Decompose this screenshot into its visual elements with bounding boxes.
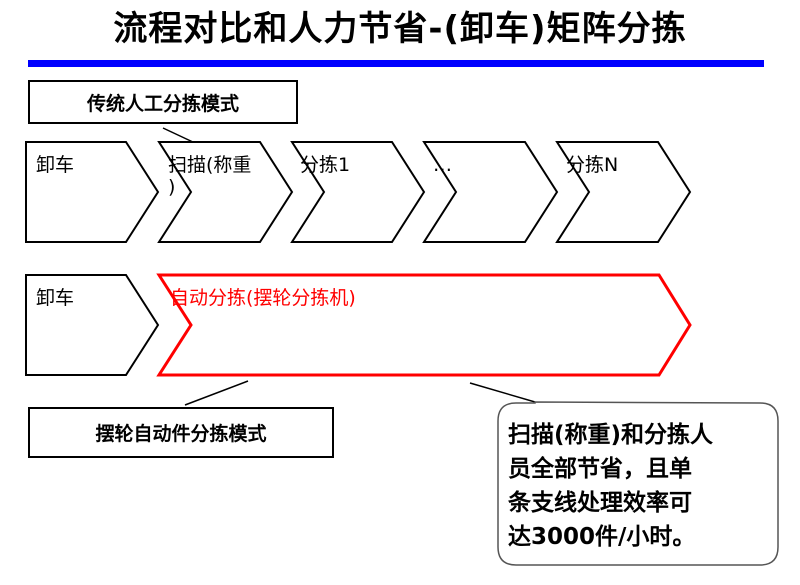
- callout-bubble: [497, 401, 779, 566]
- title-underline: [28, 60, 764, 67]
- step-label-scan-line2: ): [168, 176, 176, 198]
- chevron-step-unload-auto: [25, 274, 160, 376]
- step-label-ellipsis: …: [433, 154, 452, 176]
- chevron-step-auto-sort: [156, 273, 692, 377]
- step-label-unload: 卸车: [36, 154, 75, 176]
- callout-line-2: 员全部节省，且单: [508, 456, 692, 482]
- automatic-mode-label: 摆轮自动件分拣模式: [95, 423, 267, 445]
- chevron-step-ellipsis: [422, 141, 559, 243]
- chevron-step-unload: [25, 141, 160, 243]
- step-label-sortN: 分拣N: [566, 154, 619, 176]
- page-title: 流程对比和人力节省-(卸车)矩阵分拣: [113, 9, 687, 49]
- chevron-step-sort1: [290, 141, 426, 243]
- chevron-step-scan: [157, 141, 294, 243]
- step-label-sort1: 分拣1: [300, 154, 351, 176]
- connector-line-callout: [469, 382, 536, 403]
- chevron-step-sortN: [555, 141, 692, 243]
- connector-line-traditional: [162, 127, 196, 144]
- step-label-scan-line1: 扫描(称重: [168, 154, 252, 176]
- callout-line-3: 条支线处理效率可: [508, 490, 692, 516]
- callout-text: 扫描(称重)和分拣人 员全部节省，且单 条支线处理效率可 达3000件/小时。: [508, 418, 768, 554]
- step-label-auto-sort: 自动分拣(摆轮分拣机): [170, 287, 356, 309]
- automatic-mode-label-box: 摆轮自动件分拣模式: [28, 407, 334, 458]
- step-label-unload-auto: 卸车: [36, 287, 75, 309]
- traditional-mode-label-box: 传统人工分拣模式: [28, 80, 298, 124]
- connector-line-automatic: [184, 380, 249, 406]
- callout-line-1: 扫描(称重)和分拣人: [508, 422, 714, 448]
- traditional-mode-label: 传统人工分拣模式: [86, 92, 239, 115]
- step-label-scan: 扫描(称重 ): [168, 154, 251, 198]
- callout-line-4: 达3000件/小时。: [508, 524, 696, 550]
